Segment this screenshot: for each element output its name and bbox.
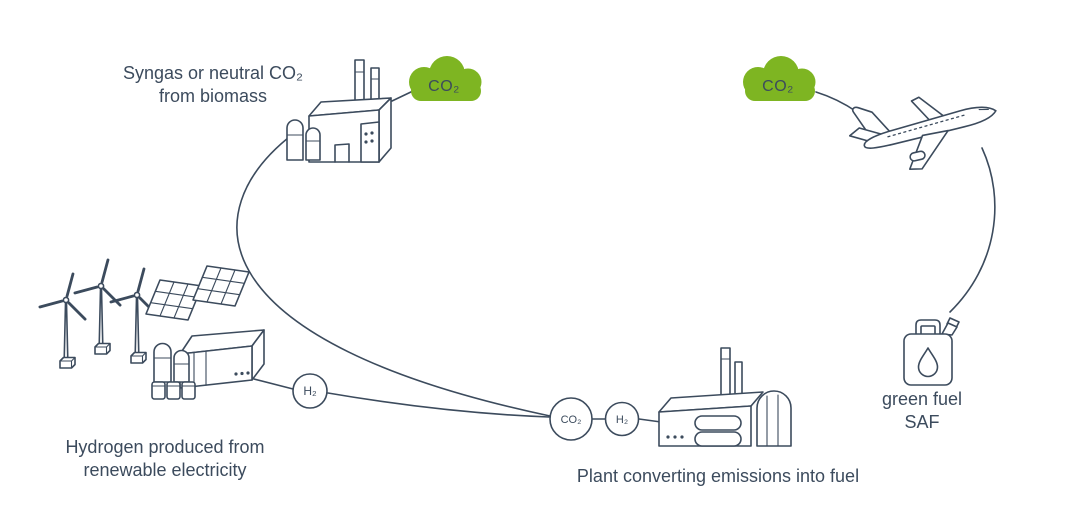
- plane-engine: [909, 150, 926, 162]
- connector-factory-to-cloud: [391, 90, 414, 102]
- dome-tank: [305, 127, 321, 161]
- dome-tank: [153, 342, 172, 383]
- horizontal-tank: [694, 431, 742, 447]
- factory-annex: [360, 121, 380, 163]
- h2-badge-mid: H₂: [604, 401, 640, 437]
- co2-cloud-left: CO₂: [409, 56, 482, 101]
- h2-badge-circle: [604, 401, 640, 437]
- wind-turbine-icon: [38, 266, 97, 370]
- plane-tail-fin: [851, 106, 891, 140]
- plant-silo: [756, 390, 792, 447]
- connector-cloud-to-plane: [815, 91, 858, 113]
- barrel: [166, 381, 181, 400]
- hydrogen-label-line1: Hydrogen produced from: [65, 437, 264, 457]
- horizontal-tank: [694, 415, 742, 431]
- green-fuel-label-line2: SAF: [904, 412, 939, 432]
- plane-cockpit: [978, 108, 989, 111]
- syngas-label-line2: from biomass: [159, 86, 267, 106]
- co2-badge-label: CO₂: [561, 414, 582, 426]
- connector-factory-to-conversion: [236, 133, 551, 417]
- factory-door: [334, 143, 350, 163]
- solar-panels: [145, 265, 250, 321]
- plane-windows: [887, 113, 968, 138]
- connector-h2-to-plant: [638, 418, 662, 423]
- factory-side: [378, 97, 392, 163]
- co2-badge-mid: CO₂: [549, 397, 593, 441]
- biomass-plant-icon: [286, 59, 392, 163]
- can-body: [903, 333, 953, 386]
- plant-label: Plant converting emissions into fuel: [577, 466, 859, 486]
- syngas-label-line1: Syngas or neutral CO₂: [123, 63, 303, 83]
- h2-badge-circle: [292, 373, 328, 409]
- green-fuel-label-line1: green fuel: [882, 389, 962, 409]
- co2-cloud-left-label: CO₂: [428, 78, 460, 95]
- fuel-can-icon: [903, 317, 960, 386]
- co2-cloud-right-label: CO₂: [762, 78, 794, 95]
- plane-fuselage: [863, 106, 997, 149]
- wind-turbine-icon: [73, 252, 132, 356]
- h2-badge-label: H₂: [303, 384, 317, 398]
- labels: Syngas or neutral CO₂ from biomass Hydro…: [65, 63, 962, 486]
- h2-badge-label: H₂: [616, 414, 628, 426]
- hydrogen-plant-icon: [151, 329, 265, 400]
- hydrogen-label-line2: renewable electricity: [83, 460, 246, 480]
- co2-cloud-right: CO₂: [743, 56, 816, 101]
- connector-building-to-h2: [253, 378, 294, 390]
- airplane-icon: [848, 96, 997, 170]
- connectors: [236, 90, 996, 423]
- dome-tank: [173, 349, 190, 383]
- connector-h2-to-conversion: [327, 392, 550, 418]
- barrel: [151, 381, 166, 400]
- conversion-plant-icon: [658, 347, 792, 447]
- solar-panel-icon: [192, 265, 250, 307]
- droplet-icon: [917, 347, 939, 378]
- connector-plane-to-fuel: [949, 147, 996, 313]
- h2-badge: H₂: [292, 373, 328, 409]
- barrel: [181, 381, 196, 400]
- dome-tank: [286, 119, 304, 161]
- co2-badge-circle: [549, 397, 593, 441]
